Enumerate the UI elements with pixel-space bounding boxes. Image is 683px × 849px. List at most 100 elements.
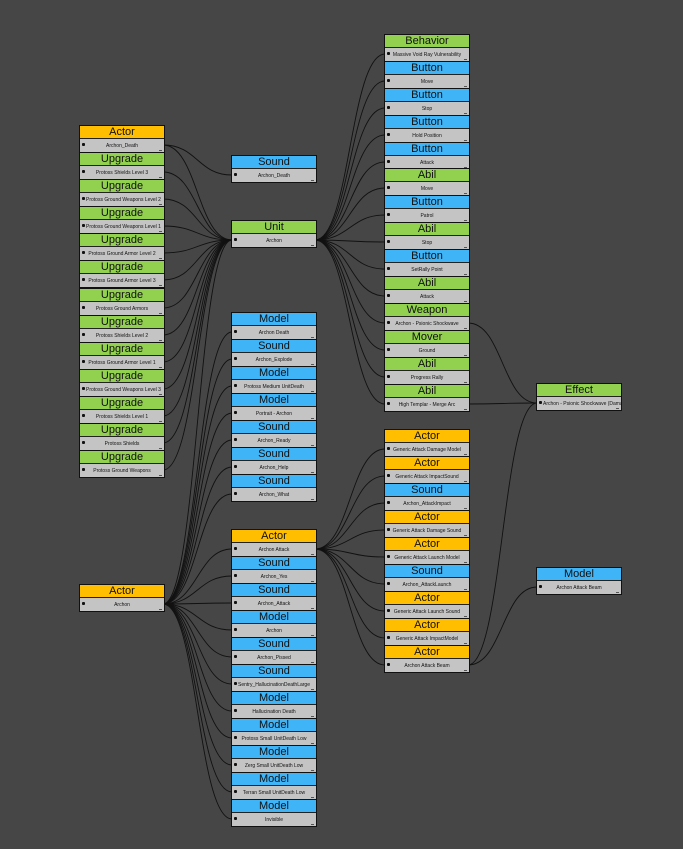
output-port-icon[interactable] <box>464 301 467 302</box>
output-port-icon[interactable] <box>311 635 314 636</box>
input-port-icon[interactable] <box>234 655 237 658</box>
input-port-icon[interactable] <box>234 465 237 468</box>
input-port-icon[interactable] <box>234 357 237 360</box>
input-port-icon[interactable] <box>387 321 390 324</box>
output-port-icon[interactable] <box>464 86 467 87</box>
input-port-icon[interactable] <box>387 133 390 136</box>
output-port-icon[interactable] <box>159 258 162 259</box>
input-port-icon[interactable] <box>82 278 85 281</box>
input-port-icon[interactable] <box>387 501 390 504</box>
input-port-icon[interactable] <box>387 402 390 405</box>
input-port-icon[interactable] <box>387 348 390 351</box>
output-port-icon[interactable] <box>464 113 467 114</box>
output-port-icon[interactable] <box>464 643 467 644</box>
output-port-icon[interactable] <box>159 475 162 476</box>
input-port-icon[interactable] <box>82 170 85 173</box>
input-port-icon[interactable] <box>387 582 390 585</box>
input-port-icon[interactable] <box>539 401 542 404</box>
input-port-icon[interactable] <box>234 438 237 441</box>
output-port-icon[interactable] <box>464 409 467 410</box>
output-port-icon[interactable] <box>159 204 162 205</box>
output-port-icon[interactable] <box>311 554 314 555</box>
output-port-icon[interactable] <box>464 589 467 590</box>
input-port-icon[interactable] <box>387 267 390 270</box>
input-port-icon[interactable] <box>82 387 85 390</box>
output-port-icon[interactable] <box>464 481 467 482</box>
output-port-icon[interactable] <box>311 337 314 338</box>
input-port-icon[interactable] <box>82 602 85 605</box>
output-port-icon[interactable] <box>311 445 314 446</box>
output-port-icon[interactable] <box>311 391 314 392</box>
input-port-icon[interactable] <box>387 213 390 216</box>
input-port-icon[interactable] <box>234 601 237 604</box>
output-port-icon[interactable] <box>311 364 314 365</box>
output-port-icon[interactable] <box>311 499 314 500</box>
output-port-icon[interactable] <box>464 355 467 356</box>
input-port-icon[interactable] <box>539 585 542 588</box>
output-port-icon[interactable] <box>159 340 162 341</box>
output-port-icon[interactable] <box>311 581 314 582</box>
input-port-icon[interactable] <box>234 790 237 793</box>
output-port-icon[interactable] <box>464 508 467 509</box>
output-port-icon[interactable] <box>464 274 467 275</box>
output-port-icon[interactable] <box>311 180 314 181</box>
input-port-icon[interactable] <box>82 224 85 227</box>
input-port-icon[interactable] <box>387 294 390 297</box>
output-port-icon[interactable] <box>464 382 467 383</box>
input-port-icon[interactable] <box>234 574 237 577</box>
output-port-icon[interactable] <box>159 394 162 395</box>
input-port-icon[interactable] <box>82 360 85 363</box>
input-port-icon[interactable] <box>234 709 237 712</box>
output-port-icon[interactable] <box>159 448 162 449</box>
input-port-icon[interactable] <box>387 186 390 189</box>
input-port-icon[interactable] <box>387 160 390 163</box>
input-port-icon[interactable] <box>82 306 85 309</box>
output-port-icon[interactable] <box>311 770 314 771</box>
input-port-icon[interactable] <box>234 628 237 631</box>
output-port-icon[interactable] <box>311 472 314 473</box>
input-port-icon[interactable] <box>234 763 237 766</box>
input-port-icon[interactable] <box>387 79 390 82</box>
output-port-icon[interactable] <box>464 454 467 455</box>
output-port-icon[interactable] <box>464 328 467 329</box>
output-port-icon[interactable] <box>464 562 467 563</box>
input-port-icon[interactable] <box>234 411 237 414</box>
output-port-icon[interactable] <box>159 367 162 368</box>
input-port-icon[interactable] <box>234 173 237 176</box>
input-port-icon[interactable] <box>82 197 85 200</box>
output-port-icon[interactable] <box>464 616 467 617</box>
input-port-icon[interactable] <box>387 663 390 666</box>
input-port-icon[interactable] <box>234 547 237 550</box>
